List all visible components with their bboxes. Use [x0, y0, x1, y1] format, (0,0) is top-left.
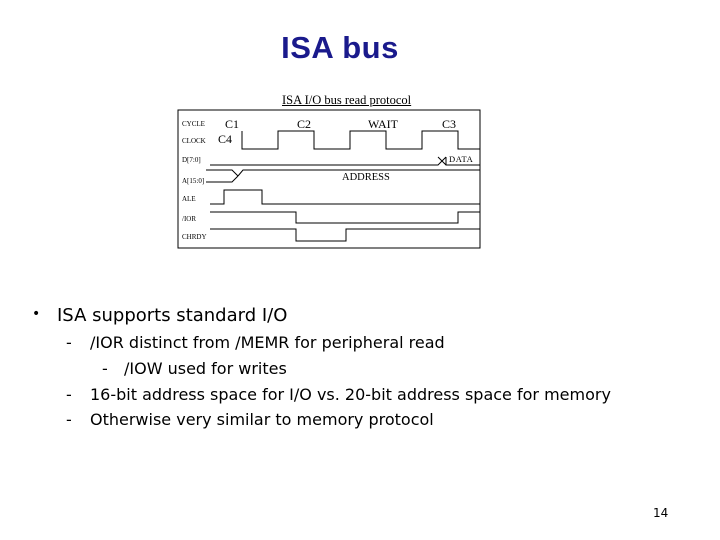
bullet-main-text: ISA supports standard I/O	[57, 305, 288, 326]
dash-icon: -	[66, 385, 72, 404]
signal-label-ale: ALE	[182, 195, 196, 203]
cycle-label-c2: C2	[297, 117, 311, 131]
signal-label-cycle: CYCLE	[182, 120, 205, 128]
dash-icon: -	[66, 333, 72, 352]
sub-bullet-1-text: /IOR distinct from /MEMR for peripheral …	[90, 333, 445, 352]
ior-waveform	[210, 211, 480, 224]
dash-icon: -	[102, 359, 108, 378]
diagram-frame	[177, 109, 481, 249]
sub-bullet-2-text: 16-bit address space for I/O vs. 20-bit …	[90, 385, 611, 404]
clock-waveform	[241, 130, 480, 150]
diagram-caption: ISA I/O bus read protocol	[282, 93, 412, 107]
cycle-label-wait: WAIT	[368, 117, 399, 131]
ale-waveform	[210, 189, 480, 205]
address-bus-high	[206, 169, 239, 177]
chrdy-waveform	[210, 228, 480, 242]
sub-bullet-3-text: Otherwise very similar to memory protoco…	[90, 410, 434, 429]
cycle-label-c4: C4	[218, 132, 232, 146]
bullet-dot-icon: •	[32, 306, 41, 322]
address-label: ADDRESS	[342, 172, 390, 183]
signal-label-data: D[7:0]	[182, 156, 201, 164]
address-valid-region	[237, 169, 480, 177]
data-valid-box	[445, 157, 480, 166]
data-bus-low	[210, 156, 447, 166]
data-bus-high	[437, 156, 447, 166]
dash-icon: -	[66, 410, 72, 429]
signal-label-chrdy: CHRDY	[182, 233, 207, 241]
signal-label-address: A[15:0]	[182, 177, 204, 185]
page-number: 14	[653, 506, 669, 520]
sub-bullet-1a-text: /IOW used for writes	[124, 359, 287, 378]
address-bus-low	[206, 175, 239, 183]
signal-label-clock: CLOCK	[182, 137, 206, 145]
cycle-label-c3: C3	[442, 117, 456, 131]
cycle-label-c1: C1	[225, 117, 239, 131]
slide-title: ISA bus	[281, 30, 399, 65]
data-label: DATA	[449, 154, 474, 164]
signal-label-ior: /IOR	[182, 215, 196, 223]
